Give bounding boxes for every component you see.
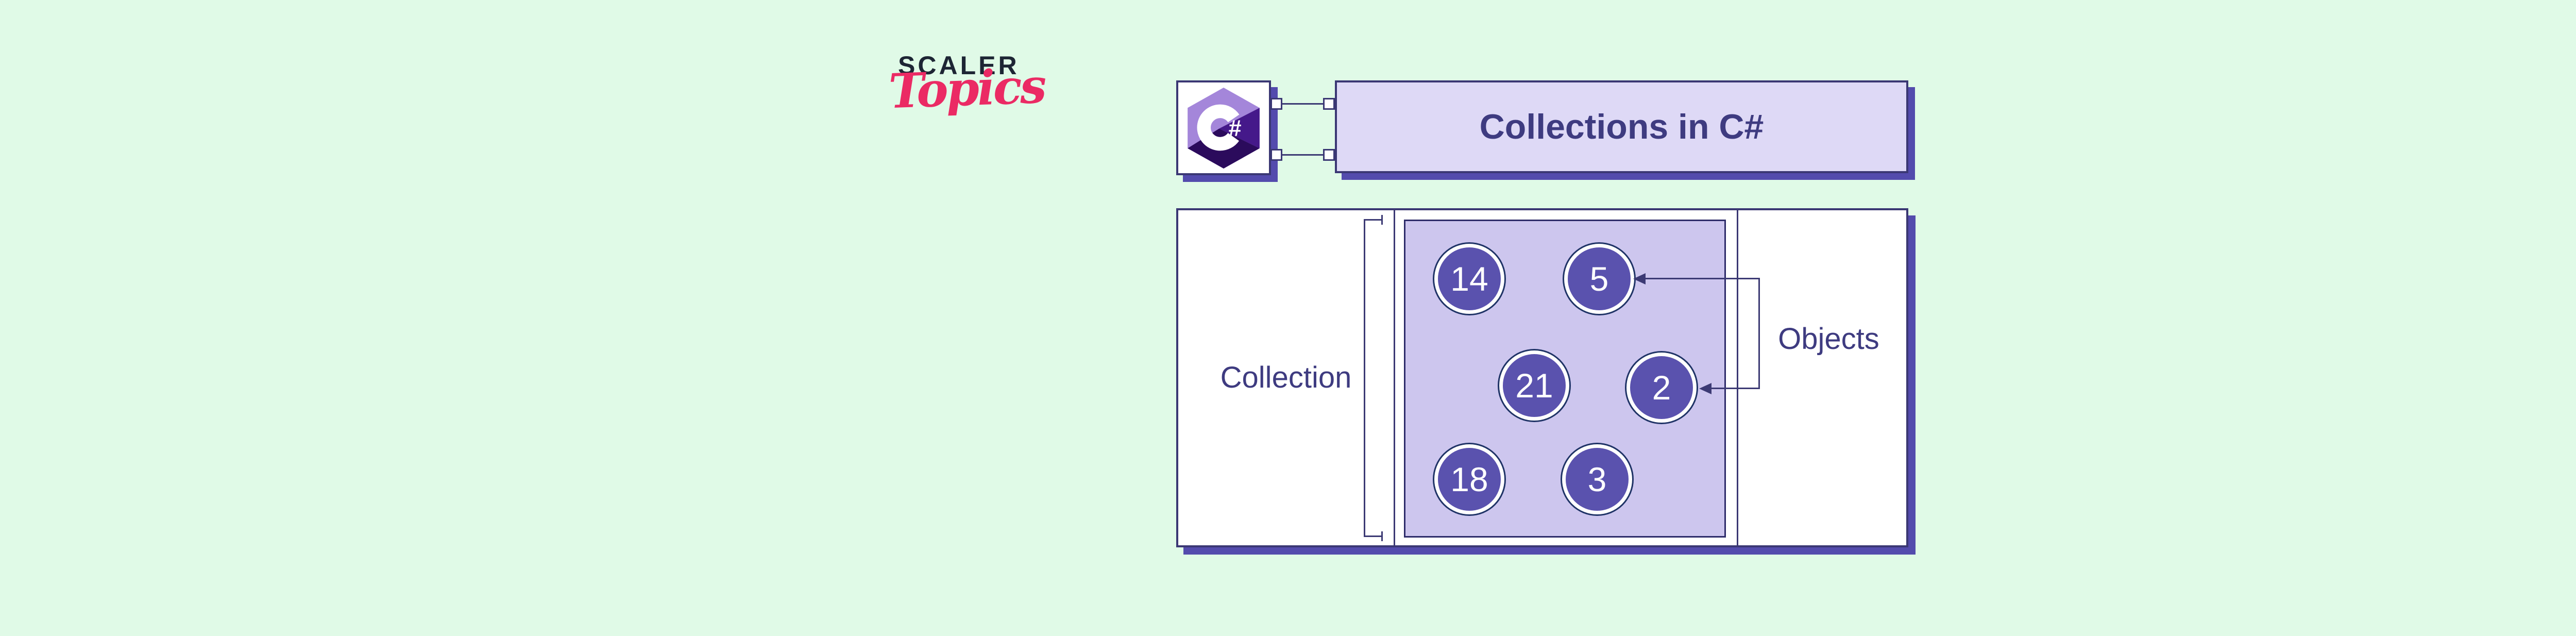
connector-square — [1270, 98, 1282, 110]
object-circle: 3 — [1562, 444, 1632, 514]
page-title: Collections in C# — [1479, 107, 1764, 146]
arrow-line-bottom — [1711, 388, 1760, 389]
collection-inner-box: 14 5 21 2 18 3 — [1404, 220, 1726, 538]
object-circle: 21 — [1499, 350, 1569, 421]
object-value: 18 — [1450, 460, 1488, 498]
bracket-tick-bottom — [1381, 531, 1383, 541]
title-box: Collections in C# — [1335, 80, 1908, 173]
arrow-head-to-5 — [1633, 273, 1646, 284]
object-circle: 14 — [1434, 244, 1504, 314]
arrow-line-top — [1646, 278, 1758, 279]
object-circle: 5 — [1564, 244, 1634, 314]
bracket-arm-top — [1364, 219, 1383, 221]
arrow-head-to-2 — [1699, 383, 1711, 394]
object-value: 2 — [1652, 369, 1671, 407]
scaler-brand-text: SCALER — [898, 51, 1020, 80]
bracket-arm-bottom — [1364, 535, 1383, 537]
connector-square — [1323, 98, 1335, 110]
section-divider-right — [1737, 210, 1738, 545]
diagram-box: Collection 14 5 21 2 18 3 Objects — [1176, 208, 1908, 547]
object-value: 3 — [1587, 460, 1607, 498]
object-value: 5 — [1589, 260, 1609, 298]
csharp-icon-box: # — [1176, 80, 1271, 175]
objects-label: Objects — [1778, 322, 1879, 356]
bracket-tick-top — [1381, 215, 1383, 225]
connector-line — [1282, 154, 1323, 156]
object-circle: 2 — [1626, 353, 1697, 423]
section-divider-left — [1394, 210, 1395, 545]
bracket-line — [1364, 219, 1365, 537]
object-value: 21 — [1515, 366, 1553, 405]
arrow-line-vertical — [1758, 278, 1760, 389]
csharp-logo-icon: # — [1188, 87, 1260, 169]
connector-square — [1323, 149, 1335, 161]
connector-line — [1282, 103, 1323, 105]
object-circle: 18 — [1434, 444, 1504, 514]
hash-glyph: # — [1229, 114, 1242, 141]
collection-label: Collection — [1220, 361, 1352, 394]
scaler-topics-text: Topics — [888, 58, 1046, 120]
connector-square — [1270, 149, 1282, 161]
object-value: 14 — [1450, 260, 1488, 298]
